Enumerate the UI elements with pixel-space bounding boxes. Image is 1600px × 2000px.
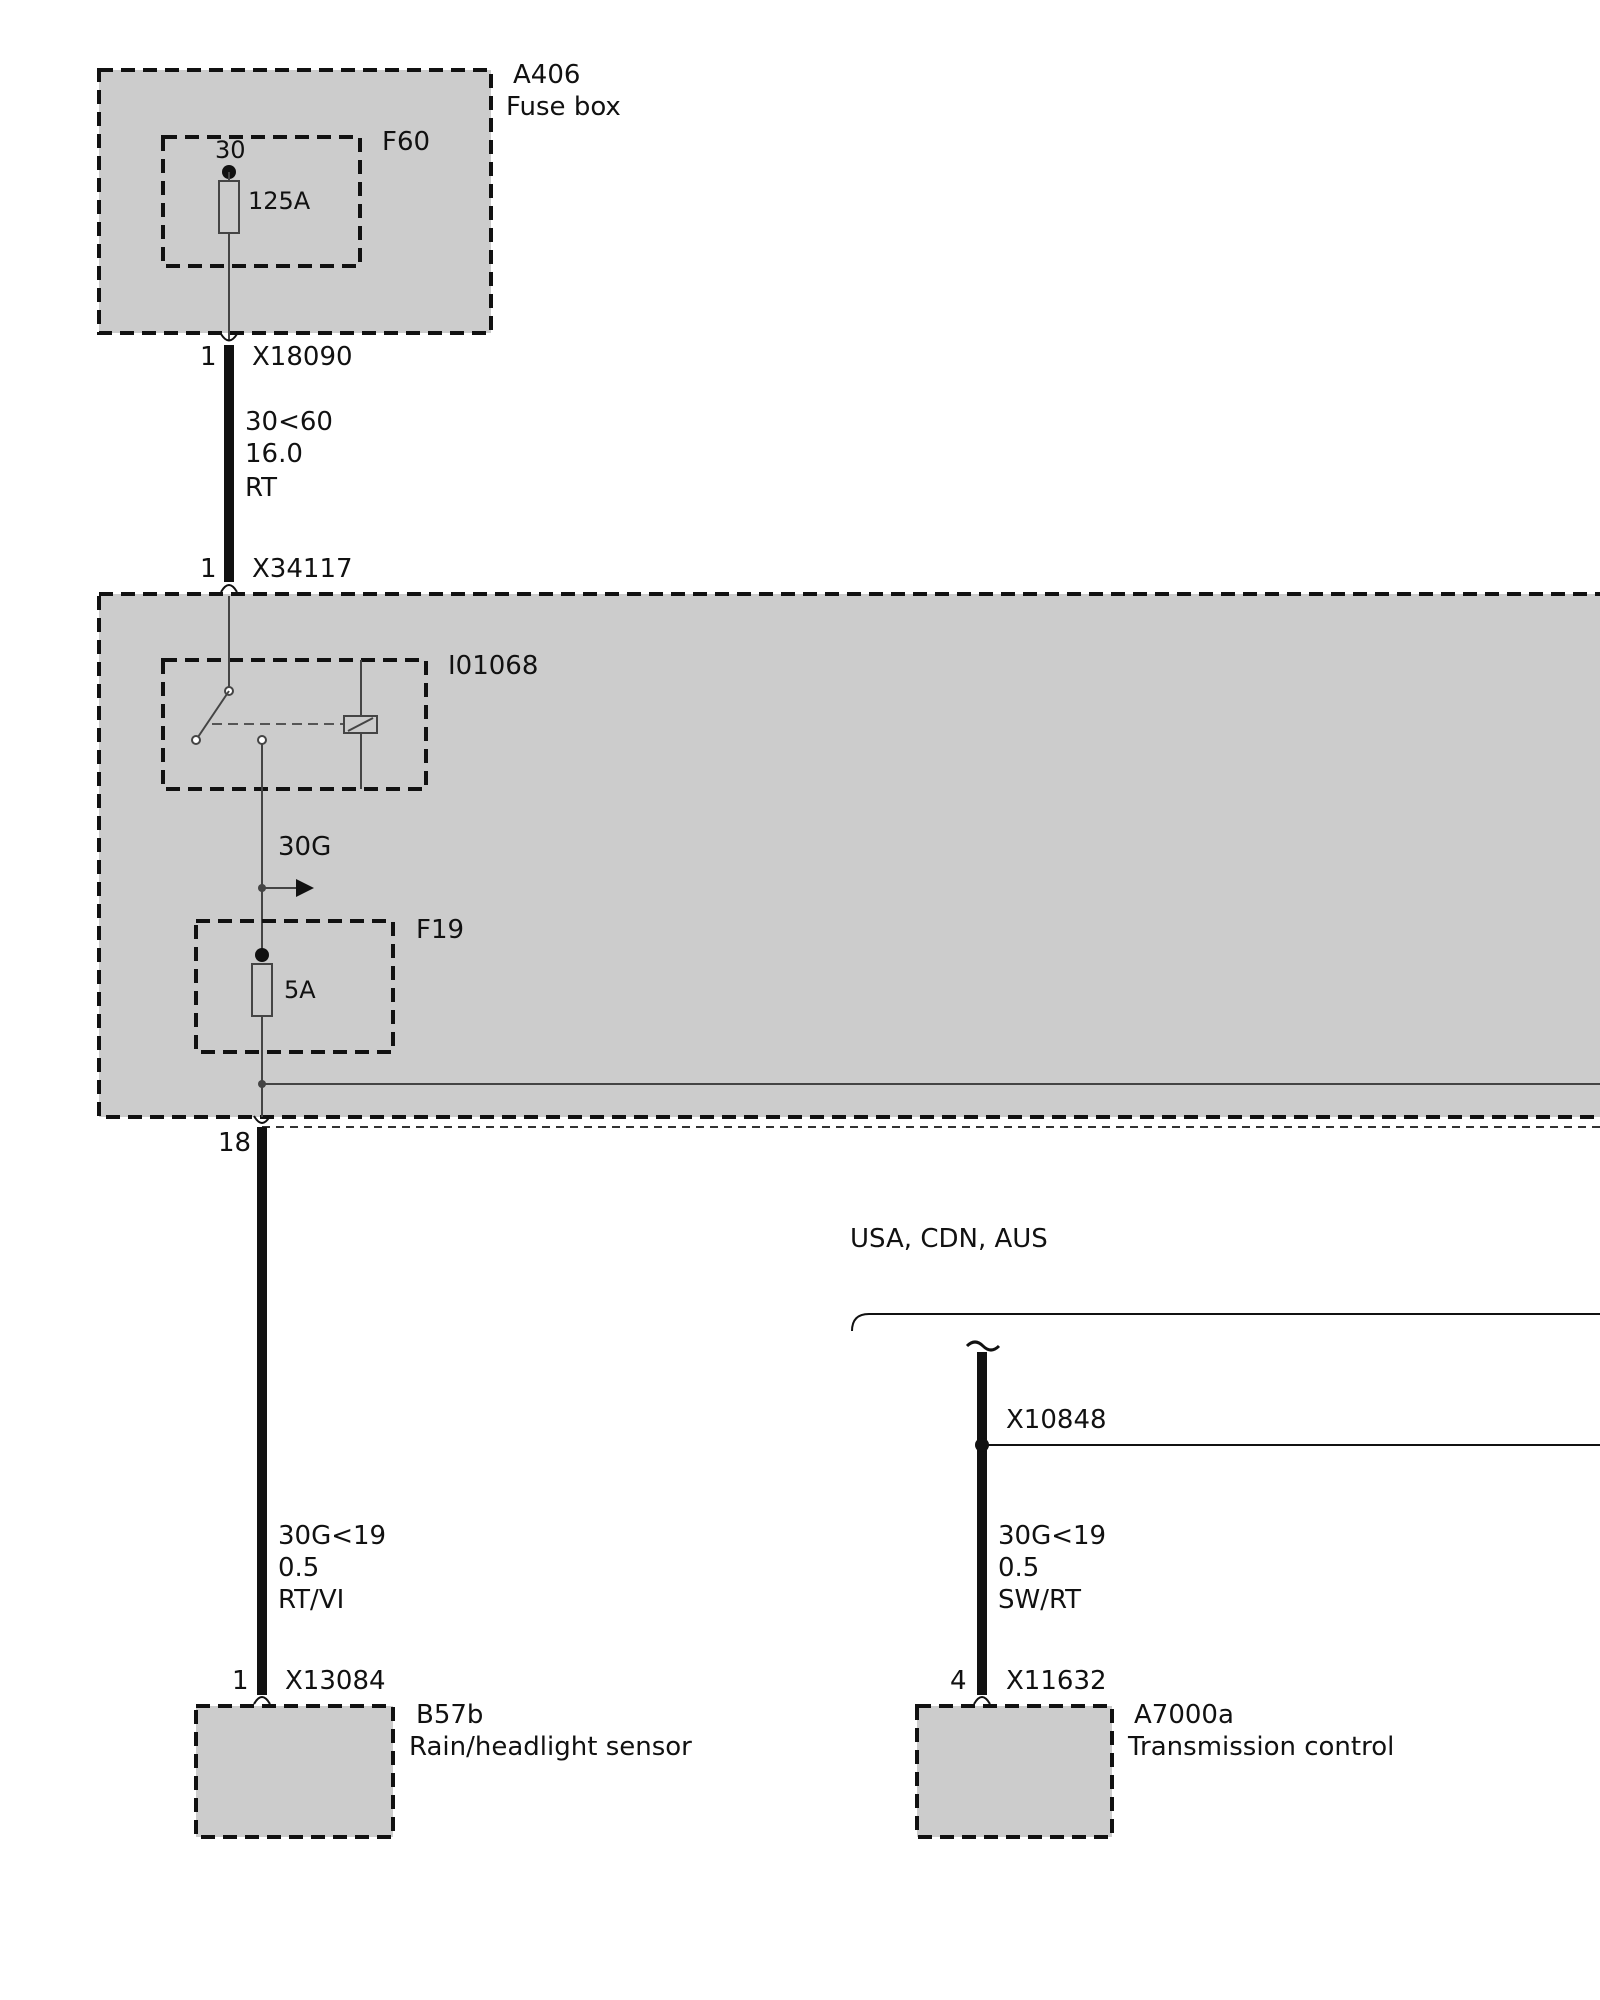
connector-x13084-pin: 1 — [232, 1666, 249, 1696]
transmission-name: Transmission control — [1127, 1732, 1394, 1762]
connector-x13084-symbol — [253, 1696, 271, 1705]
net-30g-label: 30G — [278, 832, 331, 862]
rain-sensor-id: B57b — [416, 1700, 483, 1730]
transmission-a7000a[interactable] — [915, 1704, 1114, 1839]
connector-18-symbol — [253, 1115, 271, 1124]
fuse-f19-rating: 5A — [284, 976, 316, 1004]
transmission-id: A7000a — [1134, 1700, 1234, 1730]
variant-bracket — [851, 1313, 1600, 1332]
fuse-f60-id: F60 — [382, 127, 430, 157]
wire-sensor-color: RT/VI — [278, 1585, 344, 1615]
fuse-box-a406[interactable] — [97, 68, 493, 335]
fuse-f60-terminal: 30 — [215, 136, 246, 164]
connector-x11632-id: X11632 — [1006, 1666, 1107, 1696]
connector-18-pin: 18 — [218, 1128, 251, 1158]
net-30g-arrow-icon — [296, 879, 314, 897]
connector-x18090-pin: 1 — [200, 342, 217, 372]
fuse-f60-frame[interactable] — [161, 135, 362, 268]
connector-x18090-id: X18090 — [252, 342, 353, 372]
fuse-box-name: Fuse box — [506, 92, 621, 122]
fuse-f19-id: F19 — [416, 915, 464, 945]
connector-x34117-id: X34117 — [252, 554, 353, 584]
wire-main-signal: 30<60 — [245, 407, 333, 437]
fuse-f19-terminal-dot — [255, 948, 269, 962]
wire-main-gauge: 16.0 — [245, 439, 303, 469]
wire-trans-color: SW/RT — [998, 1585, 1081, 1615]
fuse-f60-rating: 125A — [248, 187, 311, 215]
connector-x13084-id: X13084 — [285, 1666, 386, 1696]
rain-sensor-b57b[interactable] — [194, 1704, 395, 1839]
wire-trans-signal: 30G<19 — [998, 1521, 1106, 1551]
connector-x34117-pin: 1 — [200, 554, 217, 584]
relay-switch-arm — [195, 690, 230, 741]
fuse-f19-frame[interactable] — [194, 919, 395, 1054]
relay-contact-output — [257, 735, 267, 745]
wire-sensor-signal: 30G<19 — [278, 1521, 386, 1551]
fuse-box-id: A406 — [513, 60, 580, 90]
junction-x10848-id: X10848 — [1006, 1405, 1107, 1435]
connector-x18090-symbol — [220, 333, 238, 342]
wire-sensor-gauge: 0.5 — [278, 1553, 319, 1583]
wire-break-icon — [965, 1340, 1001, 1352]
wire-main-color: RT — [245, 473, 277, 503]
relay-id: I01068 — [448, 651, 538, 681]
rain-sensor-name: Rain/headlight sensor — [409, 1732, 692, 1762]
connector-x11632-pin: 4 — [950, 1666, 967, 1696]
connector-x11632-symbol — [973, 1696, 991, 1705]
connector-x34117-symbol — [220, 584, 238, 593]
distribution-box[interactable] — [97, 592, 1600, 1119]
relay-contact-pivot — [191, 735, 201, 745]
wire-trans-gauge: 0.5 — [998, 1553, 1039, 1583]
variant-label: USA, CDN, AUS — [850, 1224, 1048, 1254]
